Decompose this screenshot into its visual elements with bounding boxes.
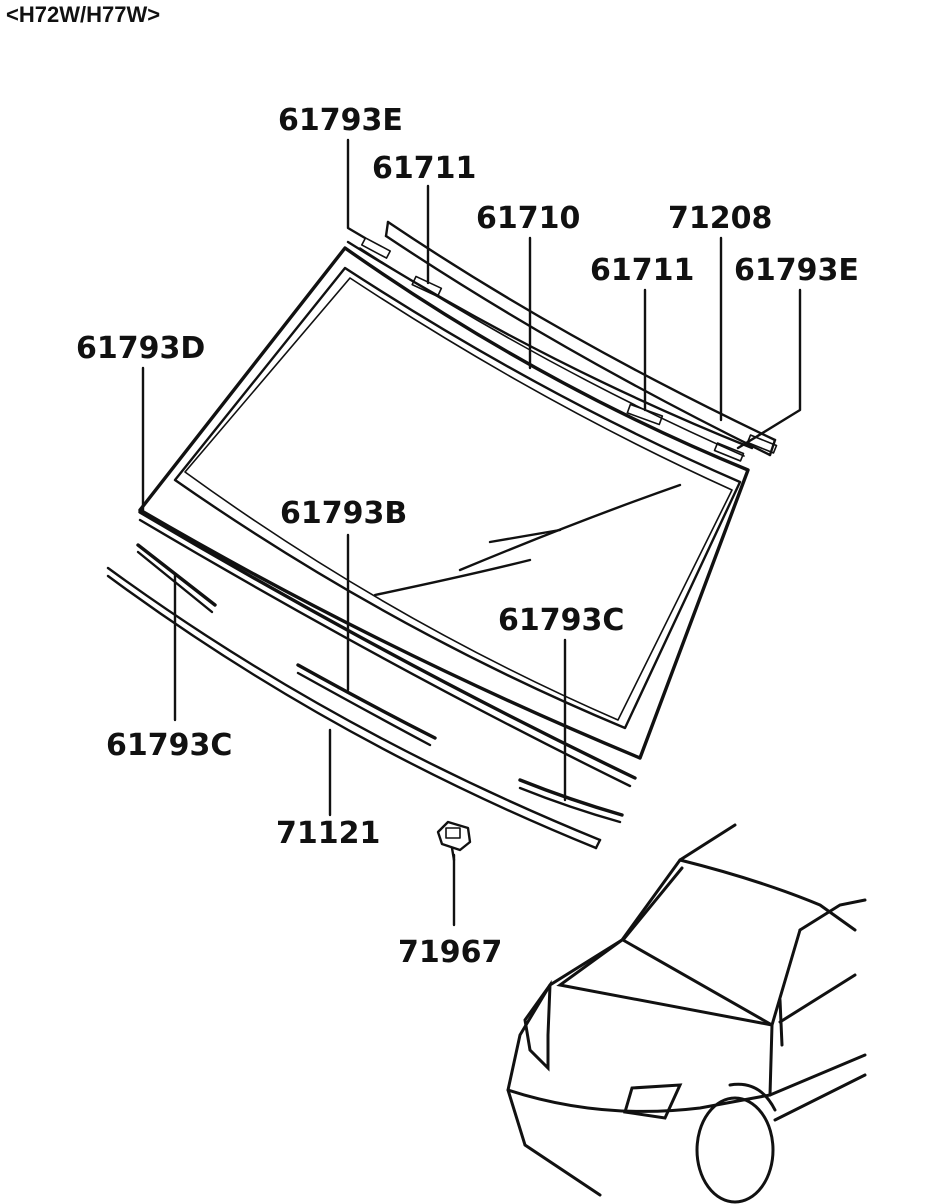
label-61711-left: 61711 — [372, 151, 476, 186]
label-71208: 71208 — [668, 201, 772, 236]
label-61793e-top: 61793E — [278, 103, 403, 138]
lower-strip-61793d — [138, 510, 637, 780]
model-code: <H72W/H77W> — [6, 2, 161, 27]
side-strip-61793c-left — [136, 543, 217, 607]
center-strip-61793b-b — [296, 671, 432, 747]
leader-lines — [141, 138, 802, 927]
label-71967: 71967 — [398, 935, 502, 970]
end-piece-61793e-top — [360, 237, 392, 259]
roof-molding-71208-lower — [384, 234, 772, 457]
clip-61711-right — [626, 403, 664, 426]
upper-molding-61710-inner — [359, 247, 745, 457]
cowl-71121-end — [594, 838, 602, 850]
label-61793c-right: 61793C — [498, 603, 624, 638]
glass-reflection — [373, 483, 682, 597]
label-61711-right: 61711 — [590, 253, 694, 288]
vehicle-location-icon — [506, 823, 867, 1204]
label-61793d: 61793D — [76, 331, 205, 366]
label-71121: 71121 — [276, 816, 380, 851]
windshield-inner-edge-2 — [184, 277, 733, 721]
label-61710: 61710 — [476, 201, 580, 236]
roof-molding-71208-end-l — [384, 220, 390, 238]
label-61793b: 61793B — [280, 496, 407, 531]
end-piece-61793e-right — [713, 442, 745, 462]
side-strip-61793c-right — [518, 778, 624, 817]
end-piece-right-2 — [746, 434, 778, 454]
roof-molding-71208 — [386, 220, 777, 442]
cowl-71121-top — [106, 566, 602, 842]
windshield-inner-edge — [173, 266, 742, 730]
cowl-71121-bottom — [106, 574, 598, 850]
label-61793c-left: 61793C — [106, 728, 232, 763]
lower-strip-61793d-b — [138, 518, 632, 788]
center-strip-61793b — [296, 663, 437, 740]
label-61793e-right: 61793E — [734, 253, 859, 288]
windshield-outer-edge — [138, 246, 750, 760]
side-strip-61793c-right-b — [518, 786, 622, 824]
clip-61711-left — [411, 275, 443, 298]
